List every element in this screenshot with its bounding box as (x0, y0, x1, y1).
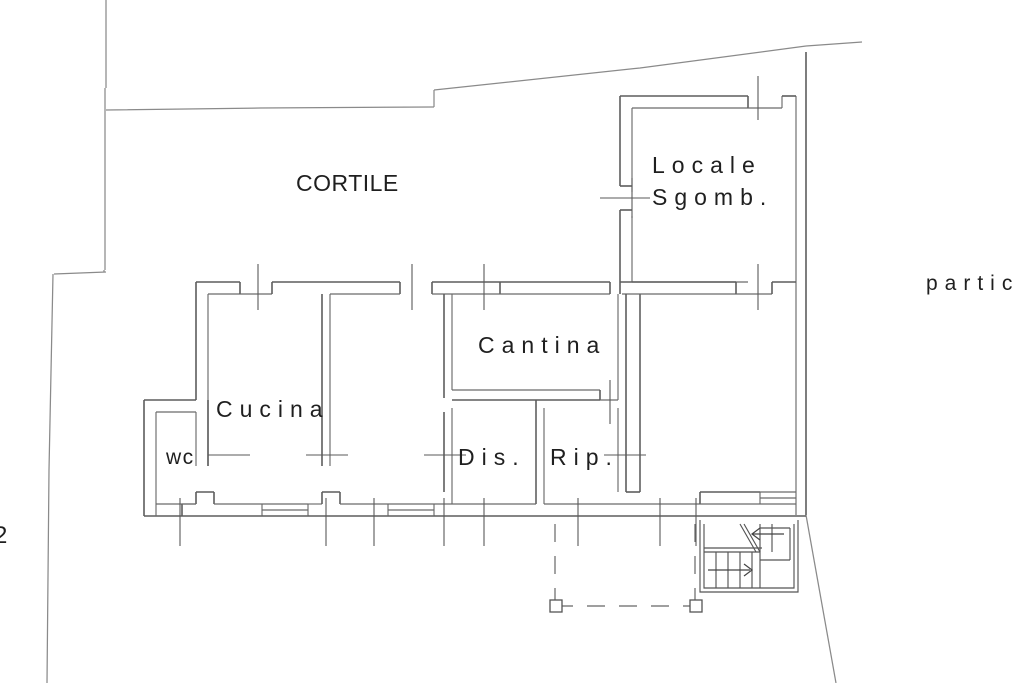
main-bottom-wall (144, 491, 806, 517)
room-locale-sgomb-walls (619, 52, 807, 515)
column-marker-left (549, 599, 563, 613)
property-boundary-lines (46, 0, 863, 683)
room-label-sgomb: Sgomb. (652, 184, 774, 210)
room-label-cortile: CORTILE (296, 170, 399, 196)
room-label-cantina: Cantina (478, 332, 607, 358)
axis-marks (179, 76, 759, 546)
edge-text-partic: partic (926, 272, 1020, 295)
room-label-dis: Dis. (458, 444, 526, 470)
room-label-rip: Rip. (550, 444, 619, 470)
room-cantina-walls (443, 294, 627, 492)
dashed-projection-outline (549, 524, 703, 613)
staircase (699, 520, 799, 593)
room-label-cucina: Cucina (216, 396, 330, 422)
edge-text-number: 2 (0, 522, 8, 549)
room-label-wc: wc (166, 446, 195, 469)
rooms-dis-rip-walls (451, 400, 545, 504)
room-label-locale: Locale (652, 152, 762, 178)
column-marker-right (689, 599, 703, 613)
room-cucina-walls (143, 294, 331, 516)
main-top-wall (195, 281, 796, 466)
